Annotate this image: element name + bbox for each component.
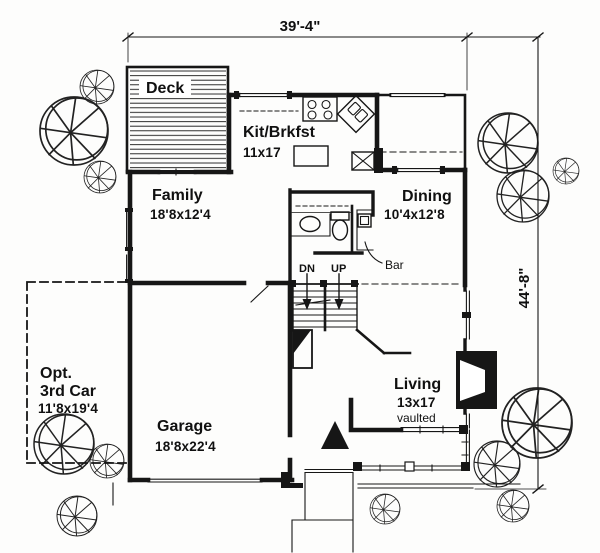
corner-pantry	[351, 151, 375, 171]
labels: 39'-4" 44'-8" Deck Kit/Brkfst 11x17 Fami…	[38, 18, 533, 454]
kitchen-fixtures	[293, 94, 376, 171]
opt-car-size: 11'8x19'4	[38, 401, 98, 416]
width-dimension-label: 39'-4"	[280, 18, 321, 35]
stairs-up-label: UP	[331, 263, 346, 275]
living-label: Living	[394, 376, 441, 393]
dashed-lines	[26, 110, 463, 464]
kitchen-size: 11x17	[243, 145, 281, 160]
family-label: Family	[152, 187, 203, 204]
living-note: vaulted	[397, 411, 436, 425]
garage-size: 18'8x22'4	[155, 439, 216, 454]
stairs-down-label: DN	[299, 263, 315, 275]
kitchen-label: Kit/Brkfst	[243, 124, 316, 141]
bar-fixtures	[356, 209, 383, 264]
deck-area	[125, 65, 230, 174]
bath-fixtures	[291, 211, 350, 241]
bar-label: Bar	[385, 258, 404, 272]
dining-label: Dining	[402, 188, 452, 205]
fireplace	[456, 351, 497, 409]
opt-car-label-line1: Opt.	[40, 365, 72, 382]
corner-sink	[336, 94, 376, 134]
dining-size: 10'4x12'8	[384, 207, 445, 222]
family-size: 18'8x12'4	[150, 207, 211, 222]
staircase	[289, 273, 359, 369]
opt-car-label-line2: 3rd Car	[40, 383, 96, 400]
living-size: 13x17	[397, 395, 436, 410]
height-dimension-label: 44'-8"	[516, 268, 533, 309]
garage-label: Garage	[157, 418, 212, 435]
deck-label: Deck	[146, 80, 184, 97]
porch-and-walks	[112, 429, 521, 553]
dimension-lines	[122, 32, 547, 494]
kitchen-island	[293, 145, 329, 167]
entry-triangle-marker	[321, 421, 349, 449]
windows	[125, 91, 471, 483]
